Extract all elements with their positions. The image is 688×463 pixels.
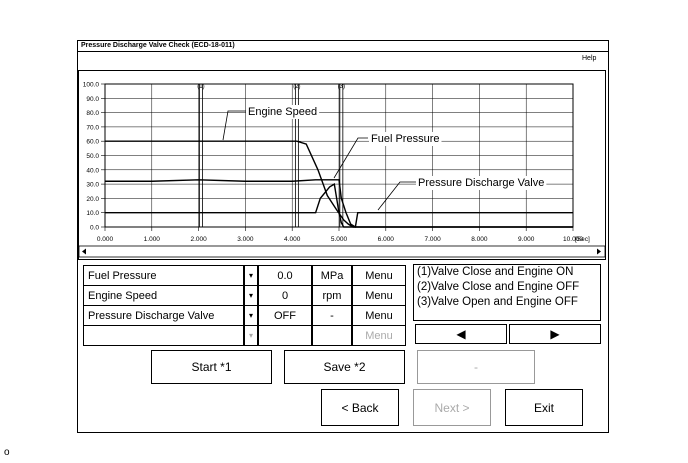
row-unit [312,325,352,346]
dropdown-arrow-icon[interactable]: ▾ [244,285,258,306]
series-annotation: Pressure Discharge Valve [418,177,544,189]
event-marker-label: (3) [338,84,345,90]
exit-button[interactable]: Exit [505,389,583,426]
legend-item-2: (2)Valve Close and Engine OFF [417,281,580,293]
window-title: Pressure Discharge Valve Check (ECD-18-0… [81,42,235,49]
row-unit: - [312,305,352,326]
title-divider [78,51,608,52]
x-tick-label: 9.000 [518,236,535,243]
x-tick-label: 2.000 [190,236,207,243]
y-tick-label: 60.0 [86,139,99,146]
row-menu-button[interactable]: Menu [352,285,406,306]
x-tick-label: 3.000 [237,236,254,243]
series-lines [105,140,573,228]
dropdown-arrow-icon[interactable]: ▾ [244,265,258,286]
next-button[interactable]: Next > [413,389,491,426]
annotation-background [416,176,547,190]
row-name [83,325,244,346]
next-arrow-button[interactable]: ▶ [509,324,601,344]
y-tick-labels: 0.0 10.0 20.0 30.0 40.0 50.0 60.0 70.0 80.0 90.0 1… [83,82,105,232]
series-line-1 [105,179,573,228]
disabled-button[interactable]: - [417,350,535,384]
row-menu-button[interactable]: Menu [352,325,406,346]
row-menu-button[interactable]: Menu [352,305,406,326]
x-tick-labels: 0.000 1.000 2.000 3.000 4.000 5.000 6.000 7.000… [97,227,590,243]
x-tick-label: 7.000 [424,236,441,243]
help-menu[interactable]: Help [582,55,597,62]
series-annotation: Fuel Pressure [371,133,439,145]
start-button[interactable]: Start *1 [151,350,272,384]
row-value: 0 [258,285,312,306]
x-tick-label: 0.000 [97,236,114,243]
dialog-window [77,40,609,433]
line-chart: 0.0 10.0 20.0 30.0 40.0 50.0 60.0 70.0 80.0 90.0 1… [78,70,606,260]
horizontal-scrollbar[interactable] [78,245,606,258]
annotation-leader-line [222,110,246,141]
y-tick-label: 80.0 [86,110,99,117]
y-tick-label: 70.0 [86,124,99,131]
scrollbar-track [78,245,606,258]
row-unit: MPa [312,265,352,286]
x-axis-label: [Sec] [575,236,590,243]
series-line-0 [105,140,573,228]
right-arrow-icon: ▶ [550,327,560,341]
footnote-text: o [4,447,10,458]
x-tick-label: 4.000 [284,236,301,243]
dropdown-arrow-icon[interactable]: ▾ [244,305,258,326]
y-tick-label: 0.0 [90,225,99,232]
y-tick-label: 100.0 [83,82,100,89]
row-name: Pressure Discharge Valve [83,305,244,326]
y-tick-label: 90.0 [86,96,99,103]
row-value: OFF [258,305,312,326]
y-tick-label: 20.0 [86,196,99,203]
legend-item-3: (3)Valve Open and Engine OFF [417,296,578,308]
row-name: Engine Speed [83,285,244,306]
left-arrow-icon: ◀ [456,327,466,341]
x-tick-label: 8.000 [471,236,488,243]
row-unit: rpm [312,285,352,306]
series-line-2 [105,182,573,228]
annotation-leader-line [377,181,416,211]
y-tick-label: 40.0 [86,167,99,174]
row-menu-button[interactable]: Menu [352,265,406,286]
y-tick-label: 10.0 [86,210,99,217]
y-tick-label: 30.0 [86,182,99,189]
scroll-right-icon [597,248,601,255]
annotation-leader-line [333,137,368,179]
annotation-background [369,132,442,146]
y-tick-label: 50.0 [86,153,99,160]
legend-item-1: (1)Valve Close and Engine ON [417,266,574,278]
dropdown-arrow-icon[interactable]: ▾ [244,325,258,346]
x-tick-label: 5.000 [331,236,348,243]
x-tick-label: 6.000 [378,236,395,243]
row-value: 0.0 [258,265,312,286]
x-tick-label: 10.000 [563,236,583,243]
event-marker-label: (1) [197,84,204,90]
event-marker-label: (2) [293,84,300,90]
chart-frame [78,70,606,260]
x-tick-label: 1.000 [144,236,161,243]
series-annotation: Engine Speed [248,106,317,118]
back-button[interactable]: < Back [321,389,399,426]
scroll-left-icon [82,248,86,255]
event-legend [413,264,601,321]
row-name: Fuel Pressure [83,265,244,286]
annotation-background [246,105,320,119]
save-button[interactable]: Save *2 [284,350,405,384]
prev-arrow-button[interactable]: ◀ [415,324,507,344]
row-value [258,325,312,346]
